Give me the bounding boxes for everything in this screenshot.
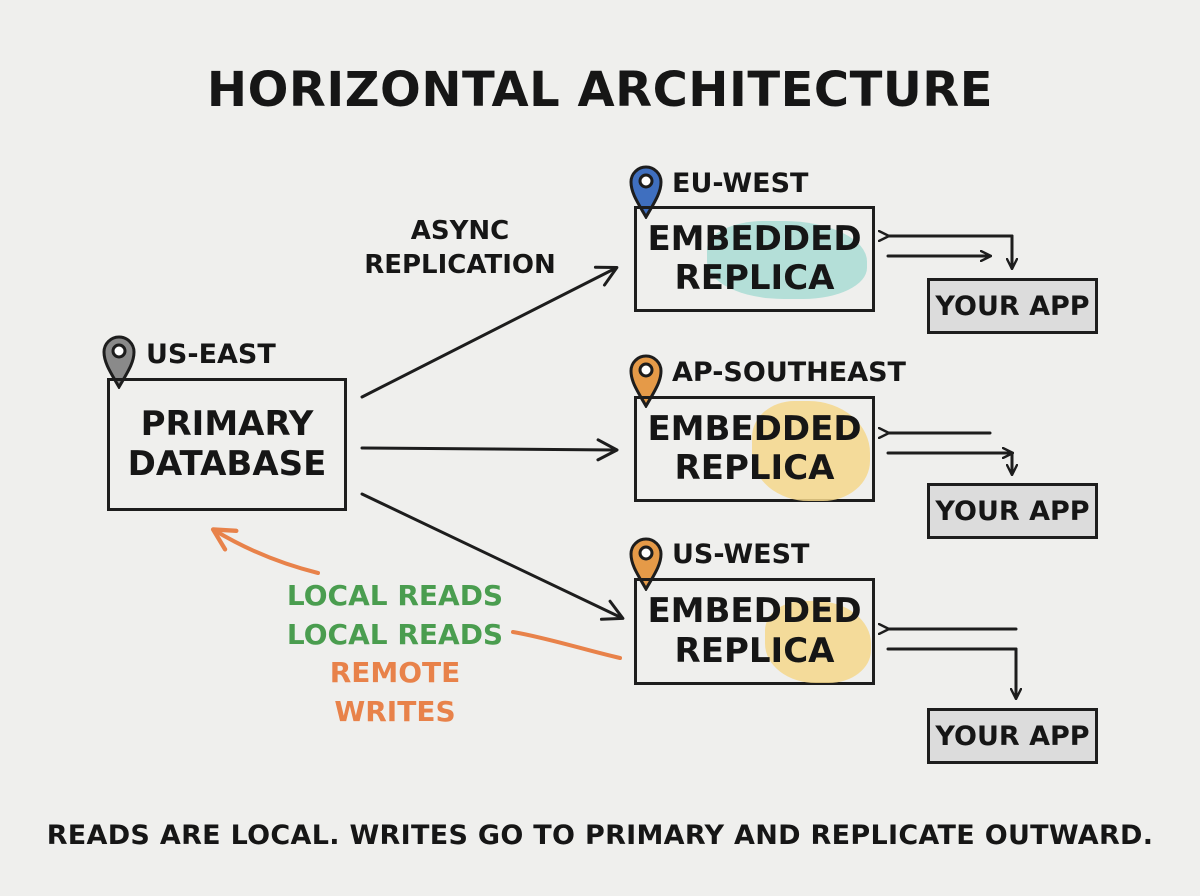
primary-line2: DATABASE: [127, 443, 327, 484]
local-reads-label: LOCAL READS: [286, 617, 504, 651]
async-line2: REPLICATION: [364, 249, 556, 280]
replica-line2: REPLICA: [674, 630, 835, 671]
region-label-eu-west: EU-WEST: [672, 168, 809, 199]
replication-arrow-eu-west: [360, 265, 619, 399]
async-line1: ASYNC: [410, 216, 510, 246]
remote-writes-arrow: [210, 527, 320, 575]
remote-writes-stroke: [511, 630, 622, 660]
location-pin-icon: [629, 165, 663, 219]
reads-writes-labels: LOCAL READS LOCAL READS REMOTE WRITES: [270, 577, 520, 732]
replica-line1: EMBEDDED: [647, 218, 862, 259]
replication-arrow-ap-southeast: [360, 438, 619, 462]
replica-line1: EMBEDDED: [647, 591, 862, 632]
replica-line1: EMBEDDED: [647, 408, 862, 449]
highlight-blob: [752, 401, 870, 501]
replica-line2: REPLICA: [674, 258, 835, 298]
replica-box-us-west: EMBEDDED REPLICA: [634, 578, 875, 685]
remote-writes-label: REMOTE WRITES: [329, 656, 461, 728]
location-pin-icon: [629, 537, 663, 591]
local-reads-label: LOCAL READS: [286, 579, 504, 612]
primary-line1: PRIMARY: [140, 404, 314, 445]
highlight-blob: [765, 601, 871, 683]
replica-box-ap-southeast: EMBEDDED REPLICA: [634, 396, 875, 502]
region-label-us-east: US-EAST: [146, 339, 276, 370]
page-title: HORIZONTAL ARCHITECTURE: [206, 62, 994, 118]
footer-caption: READS ARE LOCAL. WRITES GO TO PRIMARY AN…: [46, 820, 1154, 851]
region-label-us-west: US-WEST: [672, 539, 810, 570]
highlight-blob: [707, 221, 867, 299]
location-pin-icon: [629, 354, 663, 408]
async-replication-label: ASYNC REPLICATION: [360, 215, 560, 283]
replica-line2: REPLICA: [674, 448, 835, 488]
region-label-ap-southeast: AP-SOUTHEAST: [672, 357, 906, 388]
location-pin-icon: [102, 335, 136, 389]
your-app-box: YOUR APP: [927, 278, 1098, 334]
pin-shape: [102, 335, 136, 389]
replica-box-eu-west: EMBEDDED REPLICA: [634, 206, 875, 312]
primary-database-box: PRIMARY DATABASE: [107, 378, 347, 511]
your-app-box: YOUR APP: [927, 483, 1098, 539]
your-app-box: YOUR APP: [927, 708, 1098, 764]
